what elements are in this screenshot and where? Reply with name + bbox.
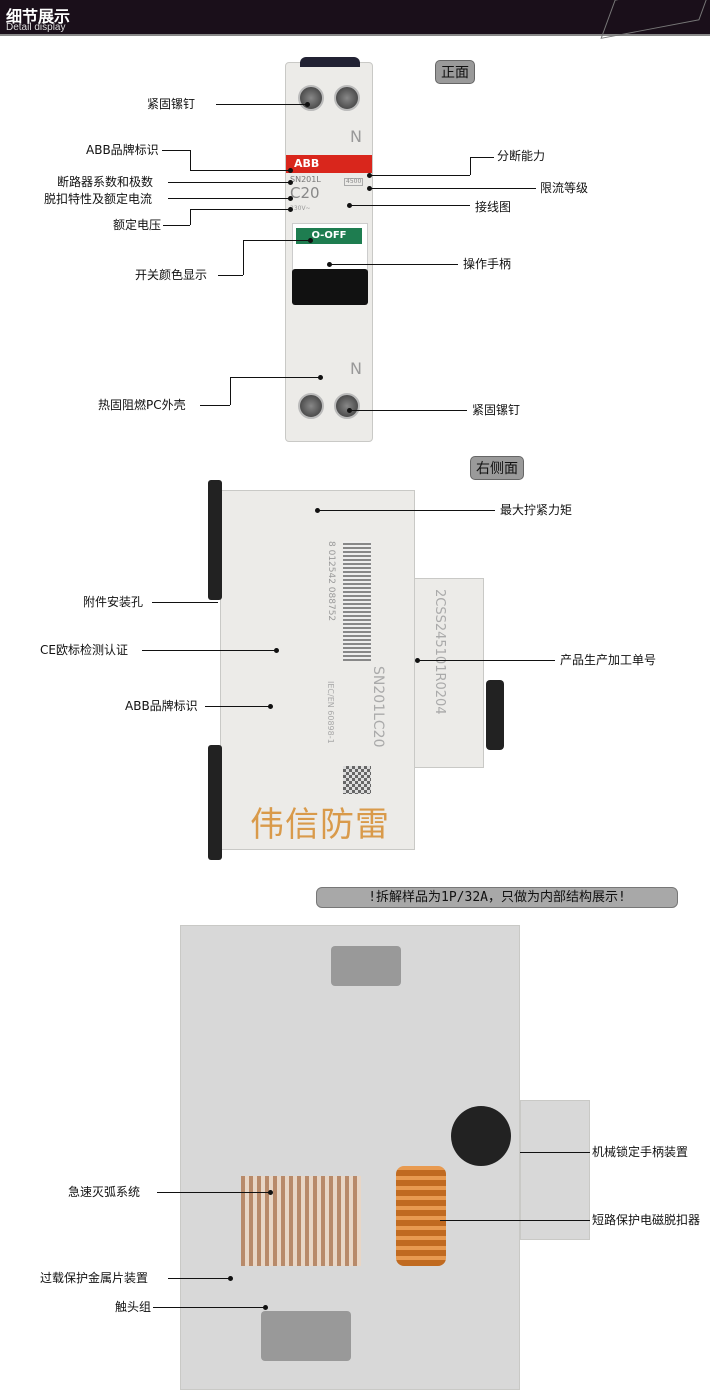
label-clamp-screw-bottom: 紧固镙钉 bbox=[472, 403, 521, 417]
label-magnetic-trip: 短路保护电磁脱扣器 bbox=[592, 1213, 701, 1227]
label-series-poles: 断路器系数和极数 bbox=[57, 175, 154, 189]
section-title: 细节展示 bbox=[6, 7, 71, 26]
top-terminal bbox=[331, 946, 401, 986]
label-contacts: 触头组 bbox=[115, 1300, 152, 1314]
din-clip-top bbox=[208, 480, 222, 600]
din-clip-bottom bbox=[208, 745, 222, 860]
rating-text: C20 bbox=[290, 184, 320, 202]
operating-handle[interactable] bbox=[292, 269, 368, 305]
label-max-torque: 最大拧紧力矩 bbox=[500, 503, 573, 517]
header-decoration bbox=[600, 0, 710, 39]
breaker-internal bbox=[180, 925, 520, 1390]
label-clamp-screw-top: 紧固镙钉 bbox=[147, 97, 196, 111]
breaker-front: N ABB SN201L C20 230V~ 4500 O-OFF N bbox=[285, 57, 373, 442]
abb-logo: ABB bbox=[286, 155, 372, 173]
neutral-mark-bottom: N bbox=[350, 359, 362, 378]
label-bimetal: 过载保护金属片装置 bbox=[40, 1271, 149, 1285]
datamatrix-code bbox=[343, 766, 371, 794]
label-ce-cert: CE欧标检测认证 bbox=[40, 643, 128, 657]
arc-chute bbox=[241, 1176, 361, 1266]
label-side-abb-brand: ABB品牌标识 bbox=[125, 699, 198, 713]
breaker-side-extension: 2CSS245101R0204 bbox=[414, 578, 484, 768]
barcode-number: 8 012542 088752 bbox=[326, 541, 336, 622]
switch-status-indicator: O-OFF bbox=[296, 228, 362, 244]
breaking-capacity-text: 4500 bbox=[344, 178, 364, 186]
watermark: 伟信防雷 bbox=[250, 805, 390, 845]
label-rated-voltage: 额定电压 bbox=[113, 218, 162, 232]
side-handle bbox=[486, 680, 504, 750]
label-accessory-hole: 附件安装孔 bbox=[83, 595, 144, 609]
label-order-number: 产品生产加工单号 bbox=[560, 653, 657, 667]
side-view-badge: 右侧面 bbox=[470, 456, 524, 480]
neutral-mark: N bbox=[350, 127, 362, 146]
barcode bbox=[343, 541, 371, 661]
front-view-badge: 正面 bbox=[435, 60, 475, 84]
label-trip-current: 脱扣特性及额定电流 bbox=[44, 192, 153, 206]
label-breaking-capacity: 分断能力 bbox=[497, 149, 546, 163]
order-number-text: 2CSS245101R0204 bbox=[432, 589, 447, 715]
label-wiring-diagram: 接线图 bbox=[475, 200, 512, 214]
section-subtitle: Detail display bbox=[6, 22, 66, 33]
section-header: 细节展示 Detail display bbox=[0, 0, 710, 39]
voltage-text: 230V~ bbox=[290, 205, 311, 212]
label-arc-extinguish: 急速灭弧系统 bbox=[68, 1185, 141, 1199]
label-pc-housing: 热固阻燃PC外壳 bbox=[98, 398, 186, 412]
breaker-internal-extension bbox=[520, 1100, 590, 1240]
magnetic-coil bbox=[396, 1166, 446, 1266]
label-switch-color: 开关颜色显示 bbox=[135, 268, 208, 282]
label-lock-handle: 机械锁定手柄装置 bbox=[592, 1145, 689, 1159]
bottom-terminal bbox=[261, 1311, 351, 1361]
label-abb-brand: ABB品牌标识 bbox=[86, 143, 159, 157]
breaker-side: SN201LC20 8 012542 088752 IEC/EN 60898-1 bbox=[220, 490, 415, 850]
label-operating-handle: 操作手柄 bbox=[463, 257, 512, 271]
side-model-text: SN201LC20 bbox=[370, 666, 386, 748]
label-current-limit-class: 限流等级 bbox=[540, 181, 589, 195]
model-text: SN201L bbox=[290, 175, 321, 184]
disassembly-notice: !拆解样品为1P/32A，只做为内部结构展示! bbox=[316, 887, 678, 908]
standard-text: IEC/EN 60898-1 bbox=[326, 681, 335, 744]
lock-mechanism bbox=[451, 1106, 511, 1166]
